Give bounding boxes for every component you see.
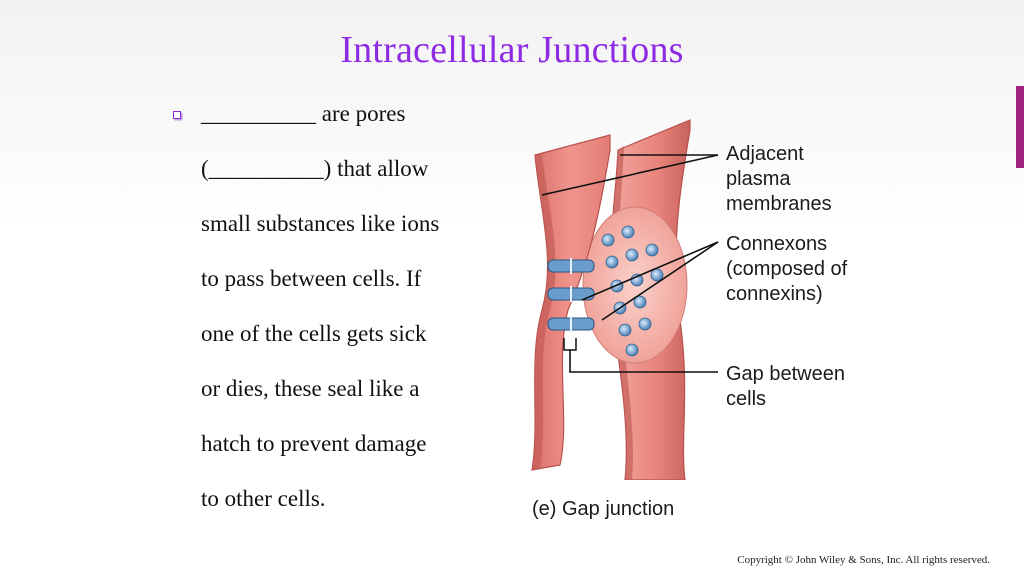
bullet-line: hatch to prevent damage	[201, 431, 427, 456]
bullet-line: (__________) that allow	[201, 156, 429, 181]
bullet-line: or dies, these seal like a	[201, 376, 420, 401]
accent-bar	[1016, 86, 1024, 168]
figure-caption: (e) Gap junction	[532, 498, 675, 520]
bullet-line: to pass between cells. If	[201, 266, 422, 291]
bullet-line: one of the cells gets sick	[201, 321, 427, 346]
square-bullet-icon	[173, 111, 181, 119]
bullet-line: __________ are pores	[201, 101, 406, 126]
label-gap-line2: cells	[726, 388, 767, 410]
connexon-dots	[601, 225, 664, 357]
bullet-line: small substances like ions	[201, 211, 440, 236]
label-connexons-line1: Connexons	[726, 233, 828, 255]
copyright-notice: Copyright © John Wiley & Sons, Inc. All …	[737, 554, 990, 566]
label-connexons-line2: (composed of	[726, 258, 848, 280]
slide-title: Intracellular Junctions	[340, 29, 684, 71]
label-adjacent-line2: plasma	[726, 168, 791, 190]
gap-junction-illustration	[531, 119, 719, 480]
bullet-line: to other cells.	[201, 486, 326, 511]
membrane-front	[531, 134, 611, 471]
connexon-channels	[547, 258, 595, 332]
label-gap-line1: Gap between	[726, 363, 845, 385]
label-adjacent-line3: membranes	[726, 193, 832, 215]
leader-lines	[541, 154, 719, 373]
label-adjacent-line1: Adjacent	[726, 143, 804, 165]
label-connexons-line3: connexins)	[726, 283, 823, 305]
gap-bracket	[563, 338, 577, 351]
